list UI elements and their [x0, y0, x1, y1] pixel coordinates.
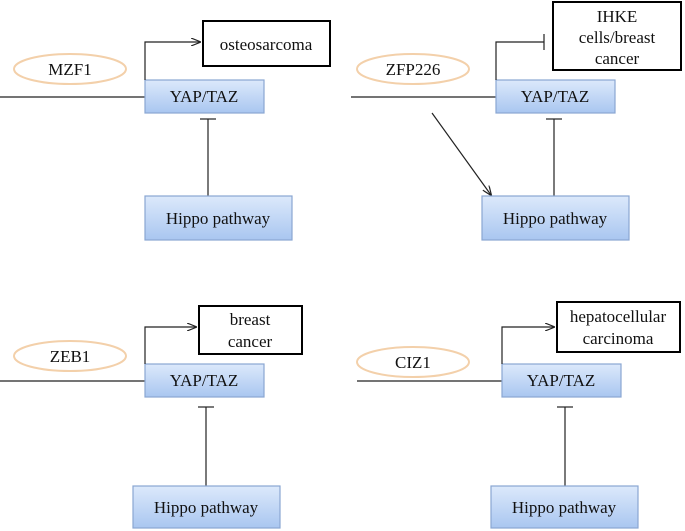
hippo-pathway-label: Hippo pathway — [503, 209, 608, 228]
factor-to-hippo-arrow — [431, 112, 491, 195]
yap-taz-box — [495, 79, 616, 114]
panel-mzf1: MZF1 YAP/TAZ osteosarcoma Hippo pathway — [0, 20, 331, 241]
hippo-pathway-box — [481, 195, 630, 241]
target-label-line2: carcinoma — [583, 329, 654, 348]
activation-arrow — [144, 327, 196, 364]
target-label-line3: cancer — [595, 49, 640, 68]
target-box — [556, 301, 681, 353]
factor-label: ZEB1 — [50, 347, 91, 366]
yap-taz-box — [144, 79, 265, 114]
factor-ellipse — [356, 346, 470, 378]
panel-zeb1: ZEB1 YAP/TAZ breast cancer Hippo pathway — [0, 305, 303, 529]
hippo-pathway-box — [144, 195, 293, 241]
target-label-line1: hepatocellular — [570, 307, 667, 326]
target-label: osteosarcoma — [220, 35, 313, 54]
activation-arrow — [501, 327, 554, 364]
hippo-pathway-label: Hippo pathway — [154, 498, 259, 517]
hippo-pathway-label: Hippo pathway — [166, 209, 271, 228]
factor-label: ZFP226 — [386, 60, 441, 79]
target-box — [198, 305, 303, 355]
hippo-pathway-box — [132, 485, 281, 529]
panel-ciz1: CIZ1 YAP/TAZ hepatocellular carcinoma Hi… — [356, 301, 681, 529]
target-label-line2: cells/breast — [579, 28, 656, 47]
yap-taz-label: YAP/TAZ — [521, 87, 590, 106]
activation-arrow — [144, 42, 200, 80]
yap-taz-label: YAP/TAZ — [527, 371, 596, 390]
yap-taz-box — [501, 363, 622, 398]
target-label-line1: IHKE — [597, 7, 638, 26]
factor-ellipse — [13, 53, 127, 85]
hippo-pathway-box — [490, 485, 639, 529]
factor-ellipse — [13, 340, 127, 372]
panel-zfp226: ZFP226 YAP/TAZ IHKE cells/breast cancer … — [351, 1, 682, 241]
factor-label: MZF1 — [48, 60, 91, 79]
inhibition-connector — [495, 41, 544, 80]
factor-label: CIZ1 — [395, 353, 431, 372]
target-label-line1: breast — [230, 310, 271, 329]
target-box — [202, 20, 331, 67]
target-label-line2: cancer — [228, 332, 273, 351]
factor-ellipse — [356, 53, 470, 85]
yap-taz-box — [144, 363, 265, 398]
hippo-pathway-label: Hippo pathway — [512, 498, 617, 517]
yap-taz-label: YAP/TAZ — [170, 371, 239, 390]
target-box — [552, 1, 682, 71]
yap-taz-label: YAP/TAZ — [170, 87, 239, 106]
